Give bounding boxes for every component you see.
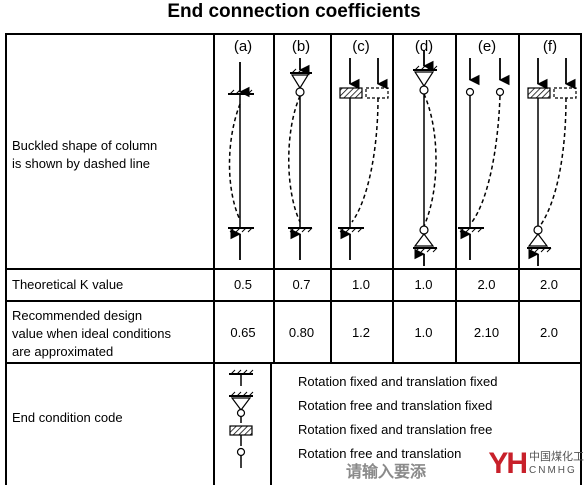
- logo-en: CNMHG: [529, 465, 577, 476]
- watermark-logo: YH 中国煤化工 CNMHG: [488, 449, 584, 479]
- theoretical-value-f: 2.0: [539, 277, 559, 292]
- diagram-c: [338, 58, 389, 260]
- end-code-symbol-free: [236, 447, 246, 468]
- recommended-value-e: 2.10: [473, 325, 500, 340]
- end-code-symbol-rotation-fixed: [229, 425, 253, 446]
- col-divider: [213, 33, 215, 485]
- theoretical-value-b: 0.7: [292, 277, 311, 292]
- recommended-value-c: 1.2: [351, 325, 371, 340]
- diagram-b: [288, 58, 313, 260]
- diagram-e: [458, 58, 510, 260]
- diagram-a: [228, 62, 254, 260]
- theoretical-k-label: Theoretical K value: [12, 277, 124, 292]
- recommended-value-d: 1.0: [414, 325, 433, 340]
- row-divider: [5, 300, 582, 302]
- table-border-top: [5, 33, 582, 35]
- col-divider: [455, 33, 457, 363]
- buckled-shape-label-line2: is shown by dashed line: [12, 156, 151, 171]
- logo-cn: 中国煤化工: [529, 451, 584, 463]
- column-header-c: (c): [352, 38, 370, 55]
- end-code-symbol-pinned: [229, 391, 254, 423]
- theoretical-value-d: 1.0: [414, 277, 433, 292]
- column-header-e: (e): [477, 38, 497, 55]
- page-title: End connection coefficients: [167, 1, 421, 22]
- theoretical-value-e: 2.0: [477, 277, 496, 292]
- end-code-symbol-fixed-fixed: [229, 369, 254, 386]
- col-divider: [273, 33, 275, 363]
- buckled-shape-label-line1: Buckled shape of column: [12, 138, 158, 153]
- recommended-value-b: 0.80: [288, 325, 315, 340]
- end-code-text-3: Rotation fixed and translation free: [298, 422, 493, 437]
- col-divider: [270, 363, 272, 485]
- table-border-left: [5, 33, 7, 485]
- theoretical-value-a: 0.5: [233, 277, 253, 292]
- recommended-value-f: 2.0: [539, 325, 559, 340]
- end-code-text-2: Rotation free and translation fixed: [298, 398, 493, 413]
- table-border-right: [580, 33, 582, 485]
- logo-mark: YH: [488, 447, 528, 480]
- column-header-a: (a): [233, 38, 253, 55]
- col-divider: [392, 33, 394, 363]
- end-condition-label: End condition code: [12, 410, 123, 425]
- row-divider: [5, 362, 582, 364]
- column-header-b: (b): [291, 38, 311, 55]
- end-code-text-1: Rotation fixed and translation fixed: [298, 374, 498, 389]
- diagram-f: [527, 58, 577, 266]
- end-code-text-4: Rotation free and translation: [298, 446, 462, 461]
- col-divider: [518, 33, 520, 363]
- buckled-shape-label: Buckled shape of column is shown by dash…: [12, 137, 157, 173]
- row-divider: [5, 268, 582, 270]
- column-header-f: (f): [542, 38, 558, 55]
- logo-text: 中国煤化工 CNMHG: [529, 451, 584, 477]
- diagram-d: [413, 50, 438, 266]
- recommended-label-line1: Recommended design: [12, 308, 143, 323]
- recommended-label-line2: value when ideal conditions: [12, 326, 171, 341]
- recommended-label: Recommended design value when ideal cond…: [12, 307, 171, 361]
- watermark-text: 请输入要添: [346, 464, 427, 481]
- recommended-label-line3: are approximated: [12, 344, 114, 359]
- recommended-value-a: 0.65: [230, 325, 256, 340]
- col-divider: [330, 33, 332, 363]
- theoretical-value-c: 1.0: [351, 277, 371, 292]
- column-header-d: (d): [414, 38, 434, 55]
